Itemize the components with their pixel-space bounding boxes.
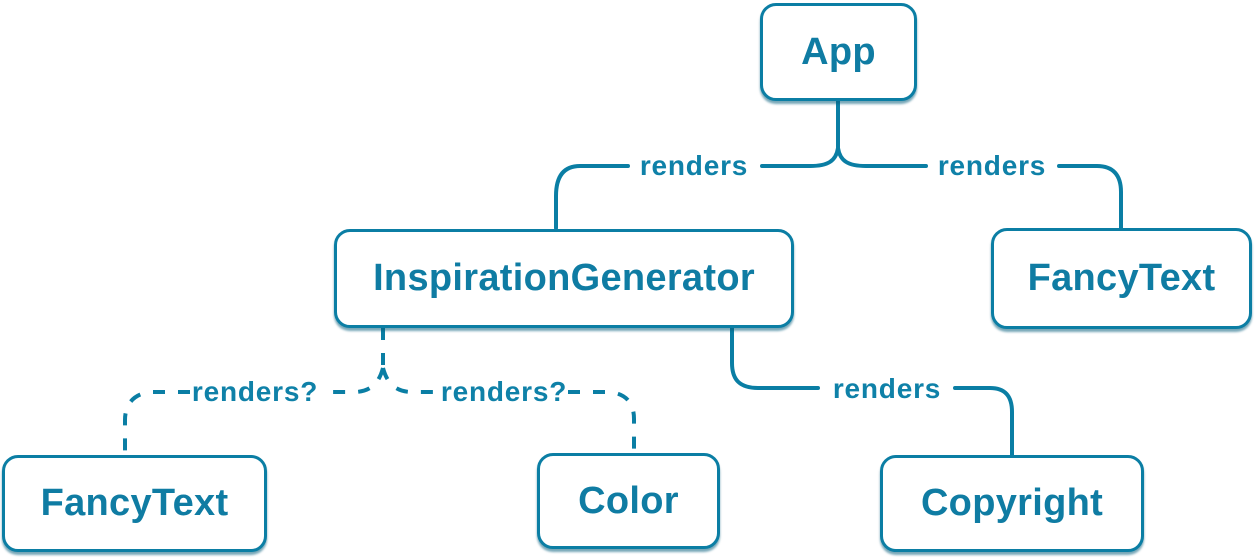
edge-label-renders-copyright: renders	[832, 373, 942, 404]
edge-segment-dashed	[568, 390, 636, 453]
node-fancy-text-top: FancyText	[991, 228, 1252, 329]
node-copyright: Copyright	[880, 455, 1144, 552]
node-inspiration-generator: InspirationGenerator	[334, 229, 794, 328]
edge-segment-dashed	[381, 367, 440, 394]
edge-segment	[1057, 164, 1123, 230]
node-inspiration-generator-label: InspirationGenerator	[373, 257, 755, 299]
node-app-label: App	[801, 30, 876, 73]
edge-inspirationgenerator-to-fancytext-dashed	[123, 328, 385, 455]
node-fancy-text-bottom: FancyText	[2, 455, 267, 552]
edge-segment-dashed	[123, 390, 190, 455]
edge-segment	[953, 386, 1014, 457]
edge-label-renders-maybe-color: renders?	[440, 376, 568, 407]
edge-segment	[836, 146, 928, 168]
edge-segment	[730, 326, 820, 390]
edge-label-renders-app-inspirationgenerator: renders	[639, 150, 749, 181]
edge-segment	[760, 99, 840, 168]
edge-app-to-fancytext	[836, 146, 1123, 230]
node-color-label: Color	[578, 479, 679, 522]
node-color: Color	[537, 453, 720, 549]
node-fancy-text-top-label: FancyText	[1027, 257, 1216, 299]
edge-segment	[554, 164, 630, 230]
edge-label-renders-app-fancytext: renders	[937, 150, 1047, 181]
edge-inspirationgenerator-to-color-dashed	[381, 367, 636, 453]
edge-label-renders-maybe-fancytext: renders?	[191, 376, 319, 407]
edge-segment-dashed	[326, 367, 385, 394]
edge-inspirationgenerator-to-copyright	[730, 326, 1014, 457]
node-app: App	[760, 3, 917, 101]
node-fancy-text-bottom-label: FancyText	[40, 482, 229, 524]
node-copyright-label: Copyright	[920, 482, 1104, 524]
